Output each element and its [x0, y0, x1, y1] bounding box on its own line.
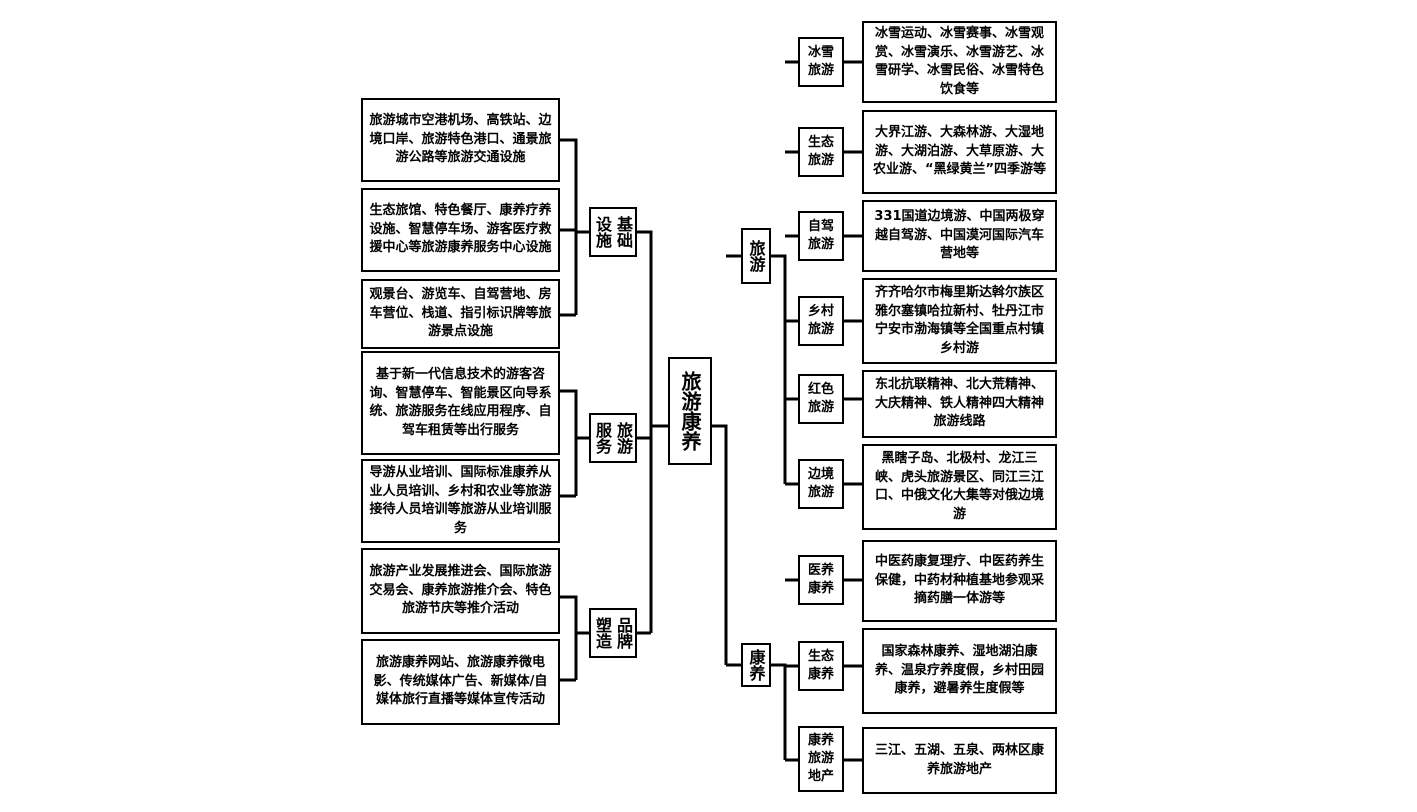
border-text: 黑瞎子岛、北极村、龙江三峡、虎头旅游景区、同江三江口、中俄文化大集等对俄边境游: [874, 451, 1044, 522]
subcat-border-label: 边境旅游: [807, 467, 834, 500]
category-tourism: 旅游: [741, 228, 771, 284]
subcat-eco-health-label: 生态康养: [807, 649, 834, 682]
subcat-medical-health-label: 医养康养: [807, 563, 834, 596]
category-infrastructure-label: 基础设施: [593, 216, 633, 248]
medical-health-desc: 中医药康复理疗、中医药养生保健，中药材种植基地参观采摘药膳一体游等: [862, 540, 1057, 622]
root-label: 旅游康养: [678, 371, 702, 451]
subcat-eco-health: 生态康养: [798, 641, 844, 691]
subcat-eco-tourism-label: 生态旅游: [807, 135, 834, 168]
subcat-red-label: 红色旅游: [807, 382, 834, 415]
eco-tourism-desc: 大界江游、大森林游、大湿地游、大湖泊游、大草原游、大农业游、“黑绿黄兰”四季游等: [862, 110, 1057, 194]
ice-snow-desc: 冰雪运动、冰雪赛事、冰雪观赏、冰雪演乐、冰雪游艺、冰雪研学、冰雪民俗、冰雪特色饮…: [862, 21, 1057, 103]
category-health: 康养: [741, 643, 771, 687]
ice-snow-text: 冰雪运动、冰雪赛事、冰雪观赏、冰雪演乐、冰雪游艺、冰雪研学、冰雪民俗、冰雪特色饮…: [874, 26, 1044, 97]
eco-health-desc: 国家森林康养、湿地湖泊康养、温泉疗养度假，乡村田园康养，避暑养生度假等: [862, 628, 1057, 714]
subcat-health-realestate: 康养旅游地产: [798, 726, 844, 792]
rural-desc: 齐齐哈尔市梅里斯达斡尔族区雅尔塞镇哈拉新村、牡丹江市宁安市渤海镇等全国重点村镇乡…: [862, 278, 1057, 364]
brand-promotion-desc: 旅游产业发展推进会、国际旅游交易会、康养旅游推介会、特色旅游节庆等推介活动: [361, 548, 560, 634]
subcat-red: 红色旅游: [798, 374, 844, 424]
service-smart-text: 基于新一代信息技术的游客咨询、智慧停车、智能景区向导系统、旅游服务在线应用程序、…: [369, 367, 552, 438]
eco-health-text: 国家森林康养、湿地湖泊康养、温泉疗养度假，乡村田园康养，避暑养生度假等: [874, 644, 1044, 697]
service-smart-desc: 基于新一代信息技术的游客咨询、智慧停车、智能景区向导系统、旅游服务在线应用程序、…: [361, 351, 560, 455]
subcat-rural-label: 乡村旅游: [807, 304, 834, 337]
health-realestate-desc: 三江、五湖、五泉、两林区康养旅游地产: [862, 727, 1057, 794]
red-text: 东北抗联精神、北大荒精神、大庆精神、铁人精神四大精神旅游线路: [874, 377, 1044, 430]
subcat-medical-health: 医养康养: [798, 555, 844, 605]
infra-service-center-text: 生态旅馆、特色餐厅、康养疗养设施、智慧停车场、游客医疗救援中心等旅游康养服务中心…: [369, 203, 552, 256]
brand-promotion-text: 旅游产业发展推进会、国际旅游交易会、康养旅游推介会、特色旅游节庆等推介活动: [369, 564, 552, 617]
health-realestate-text: 三江、五湖、五泉、两林区康养旅游地产: [874, 743, 1044, 777]
medical-health-text: 中医药康复理疗、中医药养生保健，中药材种植基地参观采摘药膳一体游等: [874, 554, 1044, 607]
brand-media-text: 旅游康养网站、旅游康养微电影、传统媒体广告、新媒体/自媒体旅行直播等媒体宣传活动: [373, 655, 548, 708]
red-desc: 东北抗联精神、北大荒精神、大庆精神、铁人精神四大精神旅游线路: [862, 370, 1057, 438]
category-tourism-service: 旅游服务: [589, 413, 637, 463]
category-health-label: 康养: [746, 649, 766, 681]
category-tourism-service-label: 旅游服务: [593, 422, 633, 454]
service-training-desc: 导游从业培训、国际标准康养从业人员培训、乡村和农业等旅游接待人员培训等旅游从业培…: [361, 459, 560, 543]
subcat-eco-tourism: 生态旅游: [798, 127, 844, 177]
eco-tourism-text: 大界江游、大森林游、大湿地游、大湖泊游、大草原游、大农业游、“黑绿黄兰”四季游等: [872, 125, 1047, 178]
subcat-health-realestate-label: 康养旅游地产: [807, 733, 834, 784]
service-training-text: 导游从业培训、国际标准康养从业人员培训、乡村和农业等旅游接待人员培训等旅游从业培…: [369, 465, 552, 536]
infra-scenic-desc: 观景台、游览车、自驾营地、房车营位、栈道、指引标识牌等旅游景点设施: [361, 279, 560, 349]
category-infrastructure: 基础设施: [589, 207, 637, 257]
subcat-self-drive-label: 自驾旅游: [807, 219, 834, 252]
subcat-ice-snow: 冰雪旅游: [798, 37, 844, 87]
subcat-border: 边境旅游: [798, 459, 844, 509]
category-tourism-label: 旅游: [746, 240, 766, 272]
border-desc: 黑瞎子岛、北极村、龙江三峡、虎头旅游景区、同江三江口、中俄文化大集等对俄边境游: [862, 444, 1057, 530]
self-drive-text: 331国道边境游、中国两极穿越自驾游、中国漠河国际汽车营地等: [874, 209, 1045, 262]
subcat-ice-snow-label: 冰雪旅游: [807, 45, 834, 78]
infra-service-center-desc: 生态旅馆、特色餐厅、康养疗养设施、智慧停车场、游客医疗救援中心等旅游康养服务中心…: [361, 188, 560, 272]
self-drive-desc: 331国道边境游、中国两极穿越自驾游、中国漠河国际汽车营地等: [862, 200, 1057, 272]
subcat-rural: 乡村旅游: [798, 296, 844, 346]
subcat-self-drive: 自驾旅游: [798, 211, 844, 261]
rural-text: 齐齐哈尔市梅里斯达斡尔族区雅尔塞镇哈拉新村、牡丹江市宁安市渤海镇等全国重点村镇乡…: [874, 285, 1044, 356]
category-brand-building-label: 品牌塑造: [593, 617, 633, 649]
infra-scenic-text: 观景台、游览车、自驾营地、房车营位、栈道、指引标识牌等旅游景点设施: [369, 287, 552, 340]
brand-media-desc: 旅游康养网站、旅游康养微电影、传统媒体广告、新媒体/自媒体旅行直播等媒体宣传活动: [361, 639, 560, 725]
infra-transport-text: 旅游城市空港机场、高铁站、边境口岸、旅游特色港口、通景旅游公路等旅游交通设施: [369, 113, 552, 166]
category-brand-building: 品牌塑造: [589, 608, 637, 658]
root-node: 旅游康养: [668, 357, 712, 465]
infra-transport-desc: 旅游城市空港机场、高铁站、边境口岸、旅游特色港口、通景旅游公路等旅游交通设施: [361, 98, 560, 182]
